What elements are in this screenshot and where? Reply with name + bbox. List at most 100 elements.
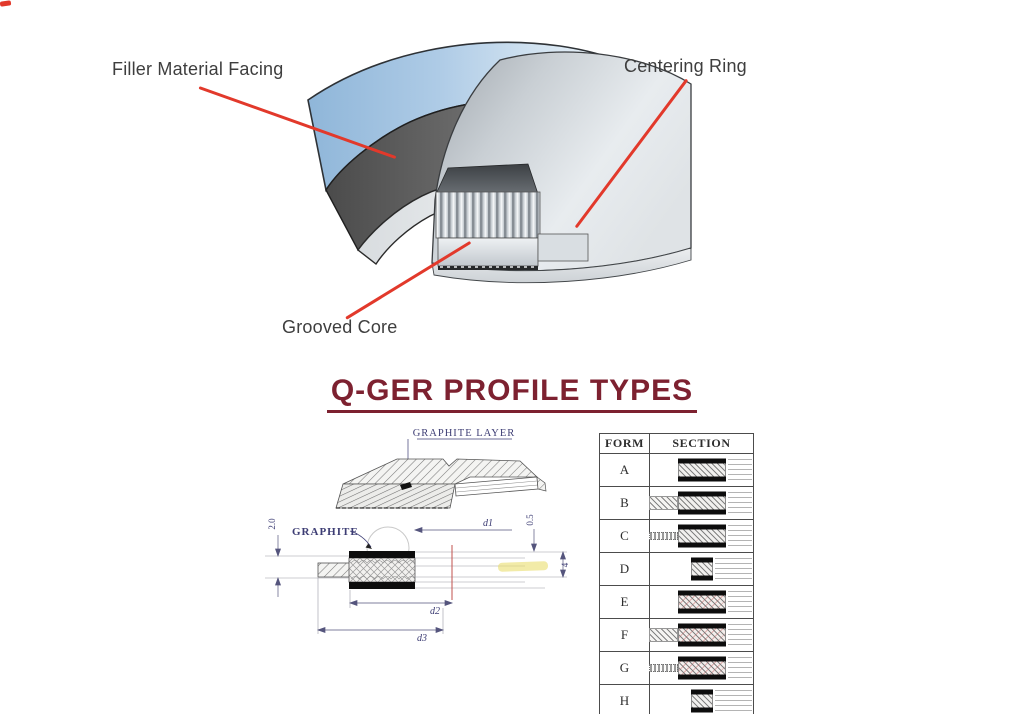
profile-types-table: FORM SECTION A B <box>599 433 754 714</box>
form-cell: B <box>599 486 650 520</box>
section-title-wrap: Q-GER PROFILE TYPES <box>0 374 1024 413</box>
iso-sheet-line <box>455 484 539 493</box>
profile-block <box>690 689 713 713</box>
profile-drawing <box>650 454 753 486</box>
extension-lines <box>727 459 752 481</box>
profile-drawing <box>650 586 753 618</box>
graphite-bottom-bar <box>677 674 726 680</box>
dim-core-height: 4 <box>560 562 570 567</box>
xs-scallop-top <box>350 560 416 564</box>
graphite-bottom-bar <box>677 509 726 515</box>
iso-graphite-layer-label: GRAPHITE LAYER <box>413 428 516 439</box>
extension-lines <box>727 492 752 514</box>
core <box>690 562 713 576</box>
section-cell <box>648 519 754 553</box>
table-row: G <box>599 651 754 685</box>
extension-lines <box>727 657 752 679</box>
xs-centering-tongue <box>317 562 351 578</box>
yellow-highlight <box>498 561 549 572</box>
dim-d2: d2 <box>430 606 440 617</box>
grooved-core-serrated-edge <box>438 266 538 270</box>
grooved-core-drum <box>435 191 541 239</box>
table-row: D <box>599 552 754 586</box>
graphite-leader-arrow <box>365 543 372 549</box>
profile-drawing <box>648 619 753 651</box>
xs-scallop-bottom <box>350 576 416 580</box>
graphite-top-bar <box>677 623 726 629</box>
xs-graphite-top <box>349 551 415 558</box>
graphite-top-bar <box>690 689 713 695</box>
profile-drawing <box>648 487 753 519</box>
graphite-top-bar <box>677 656 726 662</box>
section-cell <box>648 486 754 520</box>
section-cell <box>649 585 754 619</box>
centering-ring-tab <box>537 233 589 262</box>
graphite-top-bar <box>690 557 713 563</box>
facing-edge-cap <box>435 163 539 195</box>
core <box>677 595 726 609</box>
profile-drawing <box>650 685 753 714</box>
section-cell <box>648 651 754 685</box>
form-cell: G <box>599 651 650 685</box>
profile-drawing <box>650 553 753 585</box>
iso-top-face <box>342 458 539 485</box>
graphite-bottom-bar <box>677 641 726 647</box>
graphite-top-bar <box>677 458 726 464</box>
section-cell <box>649 453 754 487</box>
tongue <box>648 532 678 540</box>
tongue <box>648 496 678 510</box>
table-header-row: FORM SECTION <box>599 433 754 454</box>
graphite-top-bar <box>677 524 726 530</box>
tongue <box>648 664 678 672</box>
profile-block <box>677 524 726 548</box>
graphite-bottom-bar <box>677 476 726 482</box>
graphite-top-bar <box>677 590 726 596</box>
graphite-bottom-bar <box>690 575 713 581</box>
core <box>677 628 726 642</box>
form-cell: E <box>599 585 650 619</box>
core <box>677 529 726 543</box>
profile-block <box>677 491 726 515</box>
extension-lines <box>727 591 752 613</box>
iso-sheet-line <box>455 480 538 489</box>
tongue <box>648 628 678 642</box>
form-cell: C <box>599 519 650 553</box>
profile-block <box>677 458 726 482</box>
profile-block <box>690 557 713 581</box>
red-corner-mark <box>0 0 12 7</box>
form-cell: A <box>599 453 650 487</box>
extension-lines <box>714 558 752 580</box>
gasket-illustration <box>307 41 692 284</box>
table-row: A <box>599 453 754 487</box>
section-cell <box>649 552 754 586</box>
core <box>677 463 726 477</box>
filler-facing-label: Filler Material Facing <box>112 59 284 79</box>
centering-ring-bottom-band <box>431 247 692 284</box>
graphite-top-bar <box>677 491 726 497</box>
section-title: Q-GER PROFILE TYPES <box>326 374 698 413</box>
xs-graphite-bottom <box>349 582 415 589</box>
table-row: C <box>599 519 754 553</box>
profile-block <box>677 623 726 647</box>
table-row: E <box>599 585 754 619</box>
form-cell: D <box>599 552 650 586</box>
graphite-leader <box>349 530 372 548</box>
table-row: F <box>599 618 754 652</box>
section-header: SECTION <box>649 433 754 454</box>
form-cell: H <box>599 684 650 714</box>
extension-lines <box>727 624 752 646</box>
iso-block-front <box>335 483 456 509</box>
extension-lines <box>714 690 752 712</box>
grooved-core-label: Grooved Core <box>282 317 398 337</box>
profile-block <box>677 590 726 614</box>
section-cell <box>649 684 754 714</box>
section-cell <box>648 618 754 652</box>
form-cell: F <box>599 618 650 652</box>
dim-d1: d1 <box>483 518 493 529</box>
form-header: FORM <box>599 433 650 454</box>
graphite-bottom-bar <box>677 608 726 614</box>
iso-sheet-end-cap <box>536 476 547 492</box>
iso-sheet-front <box>454 476 539 497</box>
table-row: H <box>599 684 754 714</box>
